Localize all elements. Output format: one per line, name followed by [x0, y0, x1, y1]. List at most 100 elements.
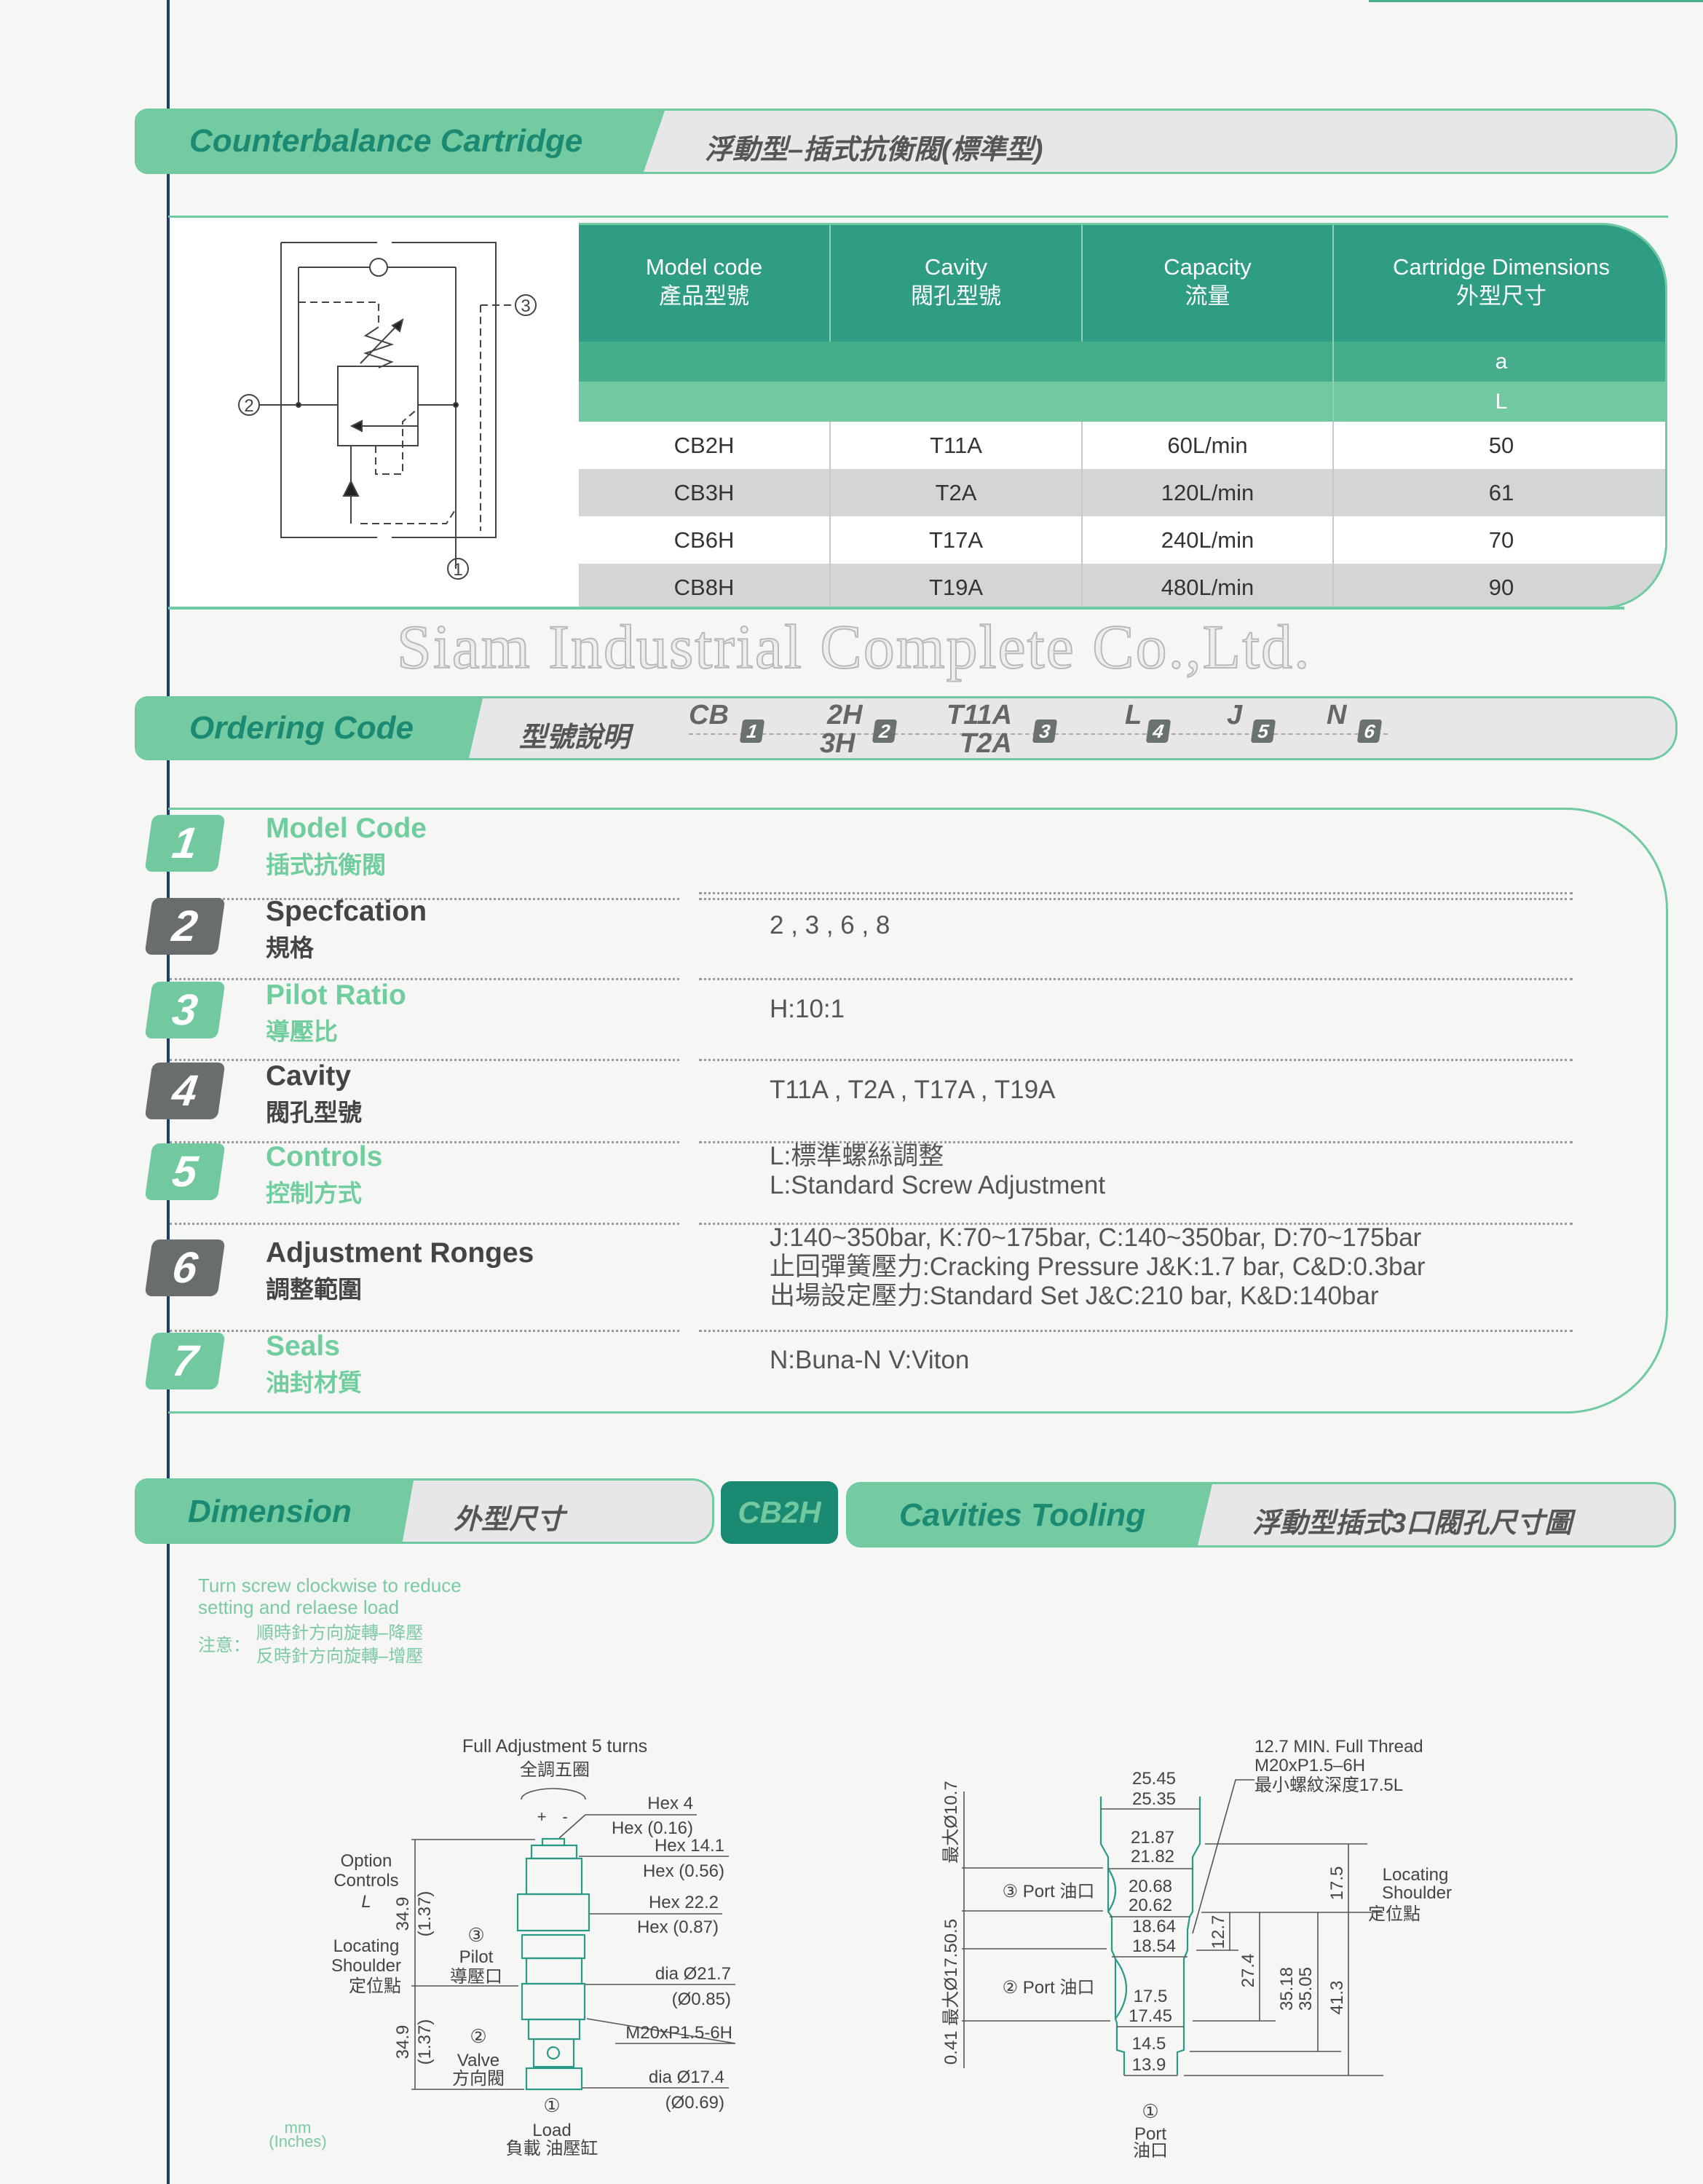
code-badge-4: 4	[1145, 720, 1171, 743]
thread-depth-zh: 最小螺紋深度17.5L	[1254, 1775, 1403, 1795]
valve-zh: 方向閥	[452, 2069, 505, 2089]
dia21-label: dia Ø21.7	[655, 1964, 731, 1984]
dia17-label: dia Ø17.4	[649, 2067, 724, 2087]
ordering-title: Ordering Code	[189, 710, 414, 746]
spec-label-zh: 油封材質	[266, 1369, 362, 1396]
thread-spec-label: M20xP1.5–6H	[1254, 1756, 1365, 1775]
port-1-label: 1	[453, 560, 462, 580]
model-tag: CB2H	[721, 1481, 838, 1544]
value-divider	[699, 1141, 1573, 1143]
hex22-inch: Hex (0.87)	[637, 1917, 719, 1937]
code-6: N	[1327, 700, 1347, 730]
dim-v-41-3: 41.3	[1327, 1981, 1347, 2015]
dim-v-27-4: 27.4	[1238, 1954, 1258, 1988]
row-divider	[170, 898, 679, 900]
cell-dim: 50	[1334, 422, 1665, 469]
dim-17-45: 17.45	[1129, 2006, 1172, 2026]
spec-number-badge: 7	[144, 1333, 226, 1389]
code-badge-1: 1	[739, 720, 765, 743]
valve-port-num: ②	[470, 2025, 486, 2047]
code-badge-2: 2	[872, 720, 898, 743]
hex4-label: Hex 4	[647, 1794, 693, 1813]
spec-label-en: Adjustment Ronges	[266, 1237, 534, 1269]
spec-label-zh: 規格	[266, 934, 314, 961]
value-divider	[699, 892, 1573, 894]
cell-cavity: T19A	[831, 564, 1083, 607]
option-label: Option	[341, 1851, 392, 1871]
shoulder-label: Shoulder	[331, 1956, 401, 1976]
cell-cavity: T17A	[831, 516, 1083, 564]
spec-label-zh: 插式抗衡閥	[266, 851, 386, 878]
spec-label-en: Cavity	[266, 1060, 352, 1092]
cell-cavity: T2A	[831, 469, 1083, 516]
cell-cavity: T11A	[831, 422, 1083, 469]
cell-model: CB3H	[579, 469, 831, 516]
cavities-bar: Cavities Tooling 浮動型插式3口閥孔尺寸圖	[846, 1482, 1676, 1548]
ordering-bar: Ordering Code 型號說明	[135, 696, 1678, 760]
code-5: J	[1227, 700, 1243, 730]
locating-zh: 定位點	[349, 1976, 401, 1996]
length-upper-inch: (1.37)	[415, 1891, 435, 1937]
dim-18-64: 18.64	[1132, 1917, 1176, 1936]
dim-v-12-7: 12.7	[1209, 1915, 1228, 1950]
spec-label-zh: 閥孔型號	[266, 1099, 362, 1126]
dim-17-5: 17.5	[1134, 1987, 1168, 2006]
note-zh-1: 順時針方向旋轉–降壓	[256, 1623, 424, 1643]
spec-number-badge: 5	[144, 1143, 226, 1200]
note-en-1: Turn screw clockwise to reduce	[198, 1574, 462, 1596]
dim-18-54: 18.54	[1132, 1936, 1176, 1956]
plus-sign: +	[537, 1807, 547, 1826]
dim-13-9: 13.9	[1132, 2055, 1166, 2075]
spec-number-badge: 3	[144, 982, 226, 1038]
hex14-inch: Hex (0.56)	[643, 1861, 724, 1881]
code-3a: T11A	[947, 700, 1013, 730]
dim-14-5: 14.5	[1132, 2034, 1166, 2054]
spec-label-en: Model Code	[266, 813, 427, 844]
dim-25-35: 25.35	[1132, 1789, 1176, 1809]
counterbalance-schematic: 2 3 1	[238, 242, 537, 580]
schematic-panel: 2 3 1	[170, 218, 579, 607]
dim-21-82: 21.82	[1131, 1847, 1174, 1866]
note-zh-2: 反時針方向旋轉–增壓	[256, 1647, 424, 1666]
control-l-label: L	[361, 1892, 371, 1912]
adjust-zh: 全調五圈	[520, 1760, 590, 1780]
port-1-zh: 油口	[1133, 2141, 1168, 2161]
length-lower-inch: (1.37)	[415, 2019, 435, 2065]
spec-value: L:標準螺絲調整	[770, 1142, 944, 1170]
spec-value: L:Standard Screw Adjustment	[770, 1171, 1106, 1199]
minus-sign: -	[562, 1807, 567, 1826]
spec-label-en: Seals	[266, 1330, 340, 1362]
note-en-2: setting and relaese load	[198, 1596, 400, 1618]
load-port-num: ①	[543, 2094, 560, 2116]
code-4: L	[1125, 700, 1142, 730]
cartridge-drawing: Full Adjustment 5 turns 全調五圈 + - Hex 4 H…	[269, 1736, 736, 2159]
code-badge-3: 3	[1032, 720, 1058, 743]
dimension-bar: Dimension 外型尺寸	[135, 1478, 714, 1544]
dim-21-87: 21.87	[1131, 1828, 1174, 1848]
cell-model: CB8H	[579, 564, 831, 607]
band-l	[579, 382, 1334, 422]
header-bar: Counterbalance Cartridge 浮動型–插式抗衡閥(標準型)	[135, 109, 1678, 174]
port-1-label: Port	[1134, 2124, 1166, 2144]
length-lower: 34.9	[393, 2025, 413, 2059]
header-subtitle: 浮動型–插式抗衡閥(標準型)	[705, 135, 1043, 165]
dim-v-35-18: 35.18	[1277, 1967, 1297, 2011]
spec-number-badge: 1	[144, 815, 226, 872]
code-badge-5: 5	[1250, 720, 1276, 743]
pilot-zh: 導壓口	[450, 1967, 502, 1987]
shoulder-label: Shoulder	[1382, 1883, 1452, 1903]
valve-label: Valve	[457, 2051, 499, 2070]
pilot-label: Pilot	[459, 1947, 494, 1967]
spec-value: N:Buna-N V:Viton	[770, 1346, 970, 1374]
watermark: Siam Industrial Complete Co.,Ltd.	[396, 611, 1311, 682]
value-divider	[699, 1330, 1573, 1332]
spec-label-en: Controls	[266, 1141, 383, 1172]
dim-25-45: 25.45	[1132, 1769, 1176, 1789]
port-2-label: ② Port 油口	[1003, 1978, 1095, 1998]
spec-number-badge: 6	[144, 1239, 226, 1296]
spec-value: 出場設定壓力:Standard Set J&C:210 bar, K&D:140…	[770, 1282, 1379, 1310]
spec-value: T11A , T2A , T17A , T19A	[770, 1076, 1056, 1104]
thread-min-label: 12.7 MIN. Full Thread	[1254, 1737, 1423, 1757]
locating-zh: 定位點	[1368, 1904, 1421, 1924]
